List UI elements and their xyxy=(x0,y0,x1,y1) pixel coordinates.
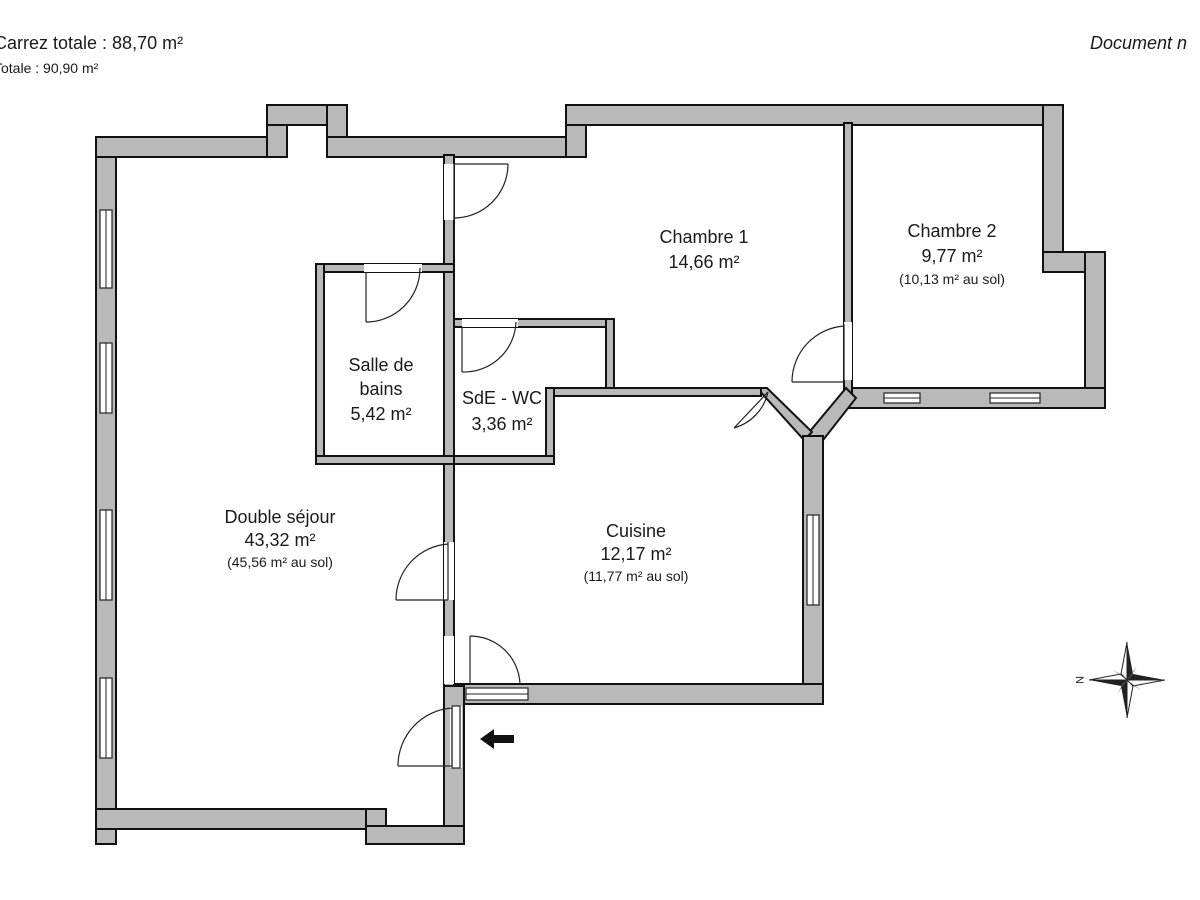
wall-sdb-left xyxy=(315,263,325,465)
carrez-total-area: Carrez totale : 88,70 m² xyxy=(0,33,184,53)
door-entry xyxy=(397,705,462,769)
window-west-4 xyxy=(99,677,113,759)
chambre1-area: 14,66 m² xyxy=(668,252,739,272)
door-salle-de-bains xyxy=(364,264,422,323)
document-reference: Document n xyxy=(1090,33,1188,53)
room-label-chambre1: Chambre 1 14,66 m² xyxy=(659,227,748,272)
wall-east-upper xyxy=(1042,104,1064,271)
door-cuisine-lower xyxy=(444,635,521,685)
chambre2-floor-area: (10,13 m² au sol) xyxy=(899,271,1005,287)
sdb-name-line2: bains xyxy=(359,379,402,399)
window-west-1 xyxy=(99,209,113,289)
room-label-salle-de-bains: Salle de bains 5,42 m² xyxy=(348,355,413,424)
window-cuisine-south xyxy=(465,687,529,701)
wall-diagonal-left xyxy=(754,387,814,442)
wall-top-right xyxy=(565,104,1064,126)
cuisine-area: 12,17 m² xyxy=(600,544,671,564)
total-area: Totale : 90,90 m² xyxy=(0,60,99,76)
room-label-sejour: Double séjour 43,32 m² (45,56 m² au sol) xyxy=(224,507,335,570)
wall-south-left xyxy=(95,808,387,830)
cuisine-name: Cuisine xyxy=(606,521,666,541)
window-west-2 xyxy=(99,342,113,414)
walls xyxy=(95,104,1106,845)
window-cuisine-east xyxy=(806,514,820,606)
window-ch2-2 xyxy=(989,392,1041,404)
window-ch2-1 xyxy=(883,392,921,404)
wall-sde-step-h xyxy=(545,387,762,397)
wall-interior-vertical xyxy=(443,154,455,706)
sejour-name: Double séjour xyxy=(224,507,335,527)
room-label-chambre2: Chambre 2 9,77 m² (10,13 m² au sol) xyxy=(899,221,1005,287)
wall-sde-bottom xyxy=(453,455,555,465)
entry-arrow-icon xyxy=(480,729,514,749)
wall-south-right xyxy=(365,825,465,845)
sdb-area: 5,42 m² xyxy=(350,404,411,424)
wall-sde-right xyxy=(605,318,615,392)
wall-sde-step-v xyxy=(545,387,555,465)
door-chambre2 xyxy=(791,322,852,383)
door-sejour-cuisine xyxy=(395,542,454,601)
door-cuisine-corridor xyxy=(733,391,769,429)
windows xyxy=(99,209,1041,759)
room-label-sde-wc: SdE - WC 3,36 m² xyxy=(462,388,542,434)
chambre1-name: Chambre 1 xyxy=(659,227,748,247)
sde-name: SdE - WC xyxy=(462,388,542,408)
sejour-area: 43,32 m² xyxy=(244,530,315,550)
sdb-name-line1: Salle de xyxy=(348,355,413,375)
door-sde-wc xyxy=(461,319,518,373)
window-west-3 xyxy=(99,509,113,601)
wall-east-lower xyxy=(1084,251,1106,409)
door-chambre1 xyxy=(444,163,509,220)
sejour-floor-area: (45,56 m² au sol) xyxy=(227,554,333,570)
compass-north-letter: N xyxy=(1073,676,1085,684)
doors xyxy=(364,163,852,769)
cuisine-floor-area: (11,77 m² au sol) xyxy=(584,568,689,584)
sde-area: 3,36 m² xyxy=(471,414,532,434)
chambre2-area: 9,77 m² xyxy=(921,246,982,266)
wall-top-left xyxy=(95,136,287,158)
wall-sdb-bottom xyxy=(315,455,455,465)
chambre2-name: Chambre 2 xyxy=(907,221,996,241)
compass-rose-icon xyxy=(1088,641,1166,719)
room-label-cuisine: Cuisine 12,17 m² (11,77 m² au sol) xyxy=(584,521,689,584)
